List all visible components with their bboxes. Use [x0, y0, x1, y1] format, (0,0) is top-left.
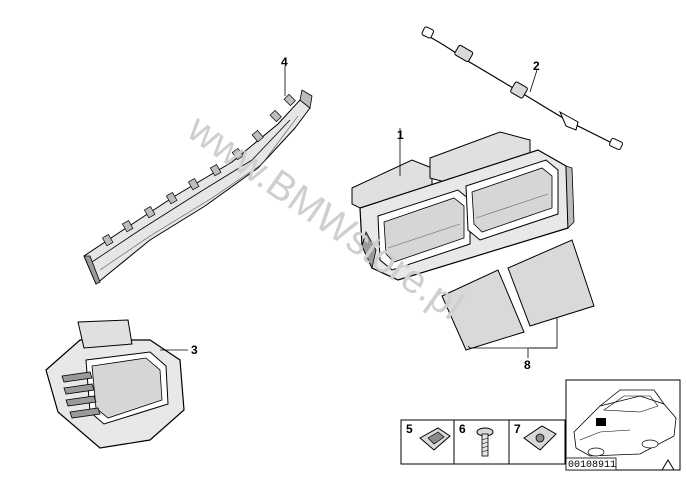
- callout-8: 8: [524, 358, 531, 372]
- small-parts-panel: 5 6 7: [400, 419, 566, 465]
- part-8-pads[interactable]: [441, 239, 595, 358]
- car-locator-thumbnail: 00108911: [565, 379, 681, 471]
- part-6-screw[interactable]: [476, 427, 494, 457]
- callout-7: 7: [514, 422, 521, 436]
- callout-1: 1: [397, 128, 404, 142]
- part-4-trim-strip[interactable]: [83, 66, 313, 285]
- warning-triangle-icon: [661, 459, 675, 471]
- callout-5: 5: [406, 422, 413, 436]
- part-2-cable[interactable]: [421, 26, 623, 151]
- callout-3: 3: [191, 343, 198, 357]
- part-5-clip[interactable]: [419, 427, 451, 451]
- callout-2: 2: [533, 59, 540, 73]
- callout-6: 6: [459, 422, 466, 436]
- part-3-side-vent[interactable]: [45, 319, 188, 449]
- part-7-nut[interactable]: [523, 425, 557, 451]
- part-1-vent-housing[interactable]: [351, 128, 575, 281]
- callout-4: 4: [281, 55, 288, 69]
- catalog-number: 00108911: [568, 460, 616, 471]
